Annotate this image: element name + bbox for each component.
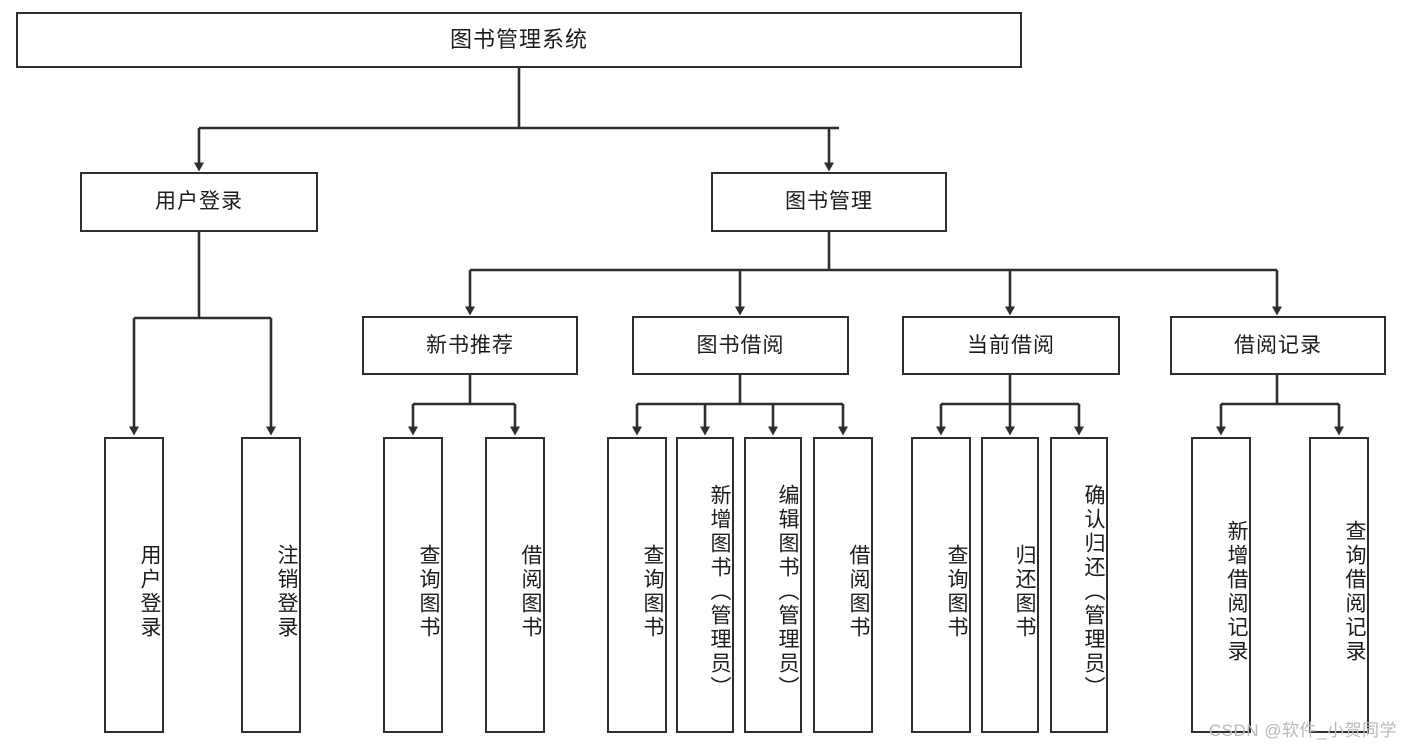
node-current-borrow[interactable]: 当前借阅	[902, 316, 1120, 375]
leaf-new-book-query-book[interactable]: 查询图书	[383, 437, 443, 733]
node-label: 新书推荐	[426, 333, 514, 357]
node-label: 图书管理	[785, 190, 873, 214]
leaf-book-borrow-query-book[interactable]: 查询图书	[607, 437, 667, 733]
leaf-current-borrow-query-book[interactable]: 查询图书	[911, 437, 971, 733]
node-label: 借阅图书	[847, 544, 870, 640]
node-root-book-management-system[interactable]: 图书管理系统	[16, 12, 1022, 68]
node-label: 用户登录	[155, 190, 243, 214]
leaf-user-login-logout[interactable]: 注销登录	[241, 437, 301, 733]
node-label: 归还图书	[1013, 544, 1036, 640]
node-label: 查询图书	[417, 544, 440, 640]
leaf-current-borrow-confirm-return-admin[interactable]: 确认归还（管理员）	[1050, 437, 1108, 733]
node-book-borrow[interactable]: 图书借阅	[632, 316, 849, 375]
leaf-current-borrow-return-book[interactable]: 归还图书	[981, 437, 1039, 733]
node-label: 注销登录	[275, 544, 298, 640]
node-label: 新增图书（管理员）	[708, 484, 731, 700]
leaf-user-login-login[interactable]: 用户登录	[104, 437, 164, 733]
node-label: 查询图书	[945, 544, 968, 640]
node-label: 新增借阅记录	[1225, 520, 1248, 664]
node-book-management[interactable]: 图书管理	[711, 172, 947, 232]
node-label: 查询图书	[641, 544, 664, 640]
node-label: 当前借阅	[967, 333, 1055, 357]
node-label: 图书借阅	[696, 333, 785, 357]
node-label: 借阅记录	[1234, 333, 1322, 357]
leaf-book-borrow-edit-book-admin[interactable]: 编辑图书（管理员）	[744, 437, 802, 733]
node-label: 确认归还（管理员）	[1082, 484, 1105, 700]
node-new-book-recommend[interactable]: 新书推荐	[362, 316, 578, 375]
leaf-book-borrow-add-book-admin[interactable]: 新增图书（管理员）	[676, 437, 734, 733]
node-label: 编辑图书（管理员）	[776, 484, 799, 700]
node-borrow-record[interactable]: 借阅记录	[1170, 316, 1386, 375]
node-label: 用户登录	[138, 544, 161, 640]
node-label: 查询借阅记录	[1343, 520, 1366, 664]
node-label: 借阅图书	[519, 544, 542, 640]
leaf-borrow-record-query-record[interactable]: 查询借阅记录	[1309, 437, 1369, 733]
node-user-login[interactable]: 用户登录	[80, 172, 318, 232]
leaf-book-borrow-borrow-book[interactable]: 借阅图书	[813, 437, 873, 733]
csdn-watermark: CSDN @软件_小贺同学	[1208, 721, 1397, 740]
leaf-borrow-record-add-record[interactable]: 新增借阅记录	[1191, 437, 1251, 733]
leaf-new-book-borrow-book[interactable]: 借阅图书	[485, 437, 545, 733]
node-label: 图书管理系统	[449, 26, 588, 52]
